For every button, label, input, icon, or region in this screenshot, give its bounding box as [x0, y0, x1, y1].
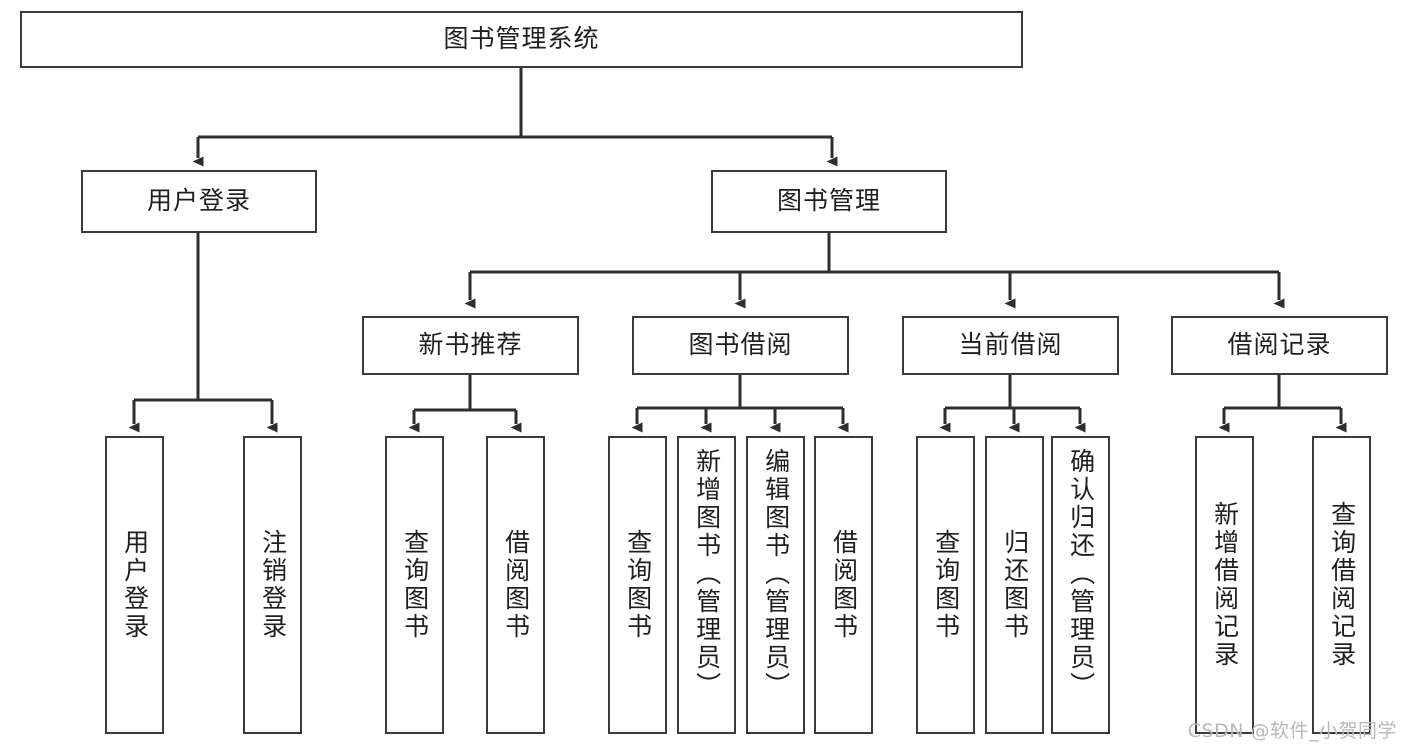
node-current-borrow-label: 当前借阅 — [958, 330, 1063, 360]
node-book-borrow[interactable]: 图书借阅 — [632, 316, 849, 375]
leaf-user-login-label: 用户登录 — [120, 529, 150, 641]
leaf-query-book-1-label: 查询图书 — [400, 529, 430, 641]
leaf-return-book[interactable]: 归还图书 — [985, 436, 1044, 734]
leaf-confirm-return-label: 确认归还（管理员） — [1066, 448, 1096, 700]
node-current-borrow[interactable]: 当前借阅 — [902, 316, 1119, 375]
leaf-return-book-label: 归还图书 — [1000, 529, 1030, 641]
watermark: CSDN @软件_小贺同学 — [1187, 720, 1397, 742]
node-root[interactable]: 图书管理系统 — [20, 11, 1023, 68]
node-borrow-record-label: 借阅记录 — [1227, 330, 1332, 360]
leaf-borrow-book-1[interactable]: 借阅图书 — [486, 436, 545, 734]
node-borrow-record[interactable]: 借阅记录 — [1171, 316, 1388, 375]
leaf-edit-book-label: 编辑图书（管理员） — [761, 448, 791, 700]
leaf-borrow-book-2[interactable]: 借阅图书 — [814, 436, 873, 734]
leaf-query-book-3-label: 查询图书 — [931, 529, 961, 641]
leaf-add-book-label: 新增图书（管理员） — [692, 448, 722, 700]
leaf-logout-login-label: 注销登录 — [258, 529, 288, 641]
leaf-query-book-3[interactable]: 查询图书 — [916, 436, 975, 734]
node-user-login-label: 用户登录 — [146, 186, 251, 216]
node-new-book-recommend[interactable]: 新书推荐 — [362, 316, 579, 375]
leaf-edit-book[interactable]: 编辑图书（管理员） — [746, 436, 805, 734]
node-book-borrow-label: 图书借阅 — [688, 330, 793, 360]
leaf-query-book-2[interactable]: 查询图书 — [608, 436, 667, 734]
leaf-confirm-return[interactable]: 确认归还（管理员） — [1051, 436, 1110, 734]
leaf-add-book[interactable]: 新增图书（管理员） — [677, 436, 736, 734]
leaf-query-book-1[interactable]: 查询图书 — [385, 436, 444, 734]
leaf-add-record[interactable]: 新增借阅记录 — [1195, 436, 1254, 734]
node-user-login[interactable]: 用户登录 — [81, 170, 317, 233]
leaf-query-record-label: 查询借阅记录 — [1327, 501, 1357, 669]
node-book-manage-label: 图书管理 — [776, 186, 881, 216]
leaf-logout-login[interactable]: 注销登录 — [243, 436, 302, 734]
leaf-add-record-label: 新增借阅记录 — [1210, 501, 1240, 669]
leaf-query-record[interactable]: 查询借阅记录 — [1312, 436, 1371, 734]
leaf-user-login[interactable]: 用户登录 — [105, 436, 164, 734]
leaf-query-book-2-label: 查询图书 — [623, 529, 653, 641]
leaf-borrow-book-1-label: 借阅图书 — [501, 529, 531, 641]
node-book-manage[interactable]: 图书管理 — [711, 170, 947, 233]
leaf-borrow-book-2-label: 借阅图书 — [829, 529, 859, 641]
node-root-label: 图书管理系统 — [443, 24, 600, 54]
node-new-book-recommend-label: 新书推荐 — [418, 330, 523, 360]
